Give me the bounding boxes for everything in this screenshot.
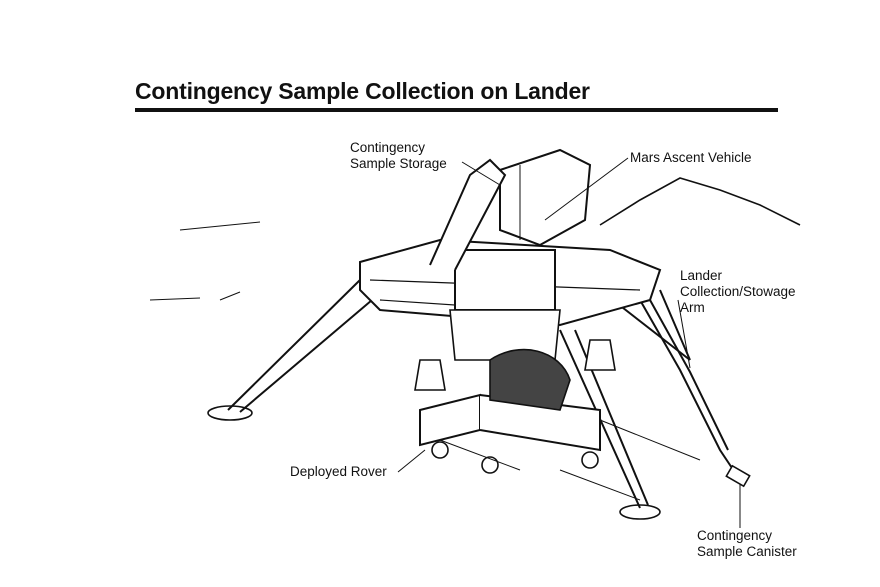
label-sample-canister: Contingency Sample Canister xyxy=(697,528,797,560)
label-sample-storage: Contingency Sample Storage xyxy=(350,140,447,172)
label-line: Contingency xyxy=(350,140,426,155)
leader-ascent xyxy=(544,157,629,221)
label-line: Arm xyxy=(680,300,705,315)
leader-storage xyxy=(461,161,501,186)
collection-arm xyxy=(639,299,741,481)
diagram-title: Contingency Sample Collection on Lander xyxy=(135,78,590,104)
label-line: Sample Canister xyxy=(697,544,797,559)
storage-arm xyxy=(429,158,507,271)
footpad-left xyxy=(207,405,253,421)
label-mars-ascent-vehicle: Mars Ascent Vehicle xyxy=(630,150,752,165)
engines xyxy=(414,339,616,391)
title-underline xyxy=(135,108,778,112)
label-deployed-rover: Deployed Rover xyxy=(290,464,387,479)
label-line: Sample Storage xyxy=(350,156,447,171)
ground-lines xyxy=(149,221,701,501)
horizon-hills xyxy=(599,177,801,226)
central-module xyxy=(454,249,556,311)
label-line: Lander xyxy=(680,268,723,283)
rover xyxy=(419,348,601,474)
label-line: Contingency xyxy=(697,528,773,543)
sample-canister xyxy=(725,464,751,488)
leader-arm xyxy=(677,299,691,369)
label-line: Collection/Stowage xyxy=(680,284,796,299)
ascent-vehicle xyxy=(499,148,592,247)
label-stowage-arm: Lander Collection/Stowage Arm xyxy=(680,268,796,316)
footpad-front xyxy=(619,504,661,520)
leader-rover xyxy=(397,449,426,473)
